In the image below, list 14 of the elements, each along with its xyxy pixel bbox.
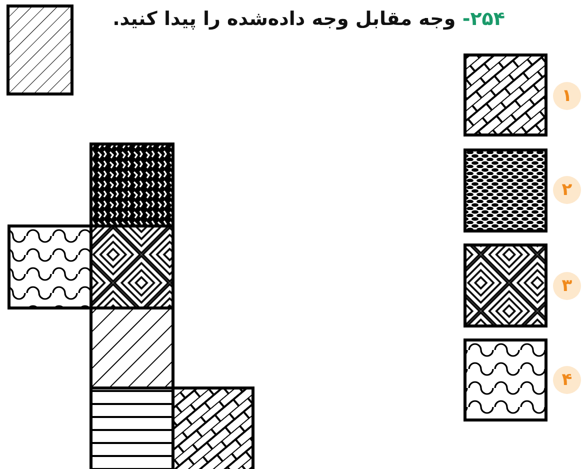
option-face-square — [464, 338, 548, 422]
option-face-square — [464, 244, 548, 328]
option-number: ۳ — [553, 272, 581, 300]
net-face-square — [8, 224, 92, 310]
net-face-square — [90, 306, 174, 390]
net-face-square — [90, 142, 174, 228]
option-number: ۴ — [553, 366, 581, 394]
net-face-square — [90, 224, 174, 310]
option-number: ۲ — [553, 176, 581, 204]
question-title: ۲۵۴- وجه مقابل وجه داده‌شده را پیدا کنید. — [112, 8, 505, 30]
given-face-square — [6, 4, 74, 96]
option-face-square — [464, 148, 548, 232]
option-face-square — [464, 54, 548, 136]
option-number: ۱ — [553, 82, 581, 110]
